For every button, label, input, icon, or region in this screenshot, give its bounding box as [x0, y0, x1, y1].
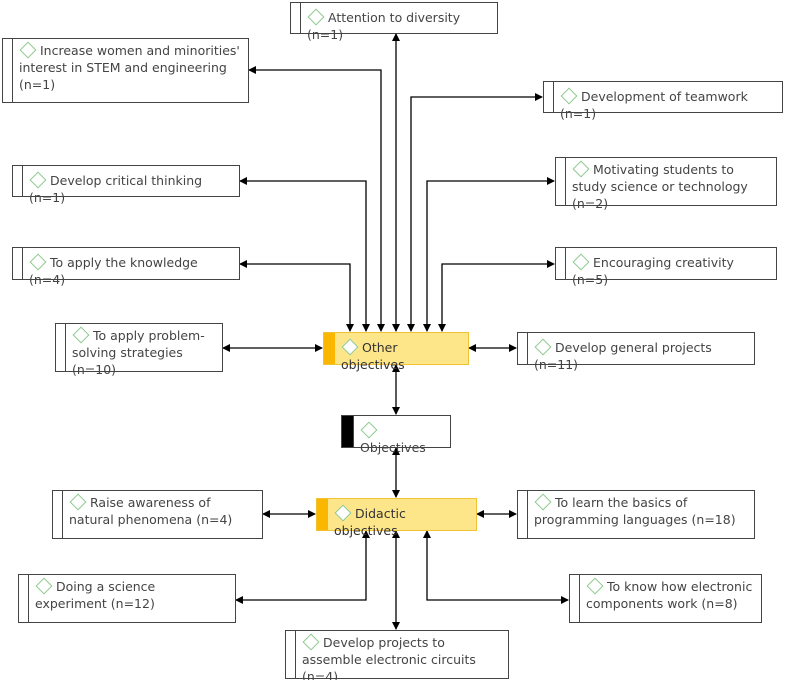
connector-teamwork: [407, 93, 543, 332]
diamond-icon: [534, 493, 552, 511]
node-apply-knowledge[interactable]: To apply the knowledge (n=4): [12, 247, 240, 287]
diamond-icon: [534, 338, 552, 356]
node-women-minorities[interactable]: Increase women and minorities' interest …: [2, 38, 249, 103]
node-programming-basics[interactable]: To learn the basics of programming langu…: [517, 490, 755, 539]
diamond-icon: [334, 504, 352, 522]
node-didactic-objectives[interactable]: Didactic objectives: [316, 498, 477, 538]
connector-electronics: [423, 530, 569, 604]
diamond-icon: [35, 577, 53, 595]
node-general-projects[interactable]: Develop general projects (n=11): [517, 332, 755, 372]
connector-knowledge: [239, 260, 354, 332]
node-science-experiment[interactable]: Doing a science experiment (n=12): [18, 574, 236, 623]
diamond-icon: [307, 8, 325, 26]
node-motivating[interactable]: Motivating students to study science or …: [555, 157, 777, 211]
diamond-icon: [586, 577, 604, 595]
diamond-icon: [560, 87, 578, 105]
diamond-icon: [72, 326, 90, 344]
diamond-icon: [360, 421, 378, 439]
connector-women: [248, 66, 385, 332]
diamond-icon: [69, 493, 87, 511]
diamond-icon: [19, 41, 37, 59]
node-attention-diversity[interactable]: Attention to diversity (n=1): [290, 2, 498, 42]
node-critical-thinking[interactable]: Develop critical thinking (n=1): [12, 165, 240, 205]
diamond-icon: [572, 253, 590, 271]
node-natural-phenomena[interactable]: Raise awareness of natural phenomena (n=…: [52, 490, 263, 539]
node-creativity[interactable]: Encouraging creativity (n=5): [555, 247, 777, 287]
diamond-icon: [572, 160, 590, 178]
node-problem-solving[interactable]: To apply problem-solving strategies (n=1…: [55, 323, 223, 377]
connector-creativity: [438, 260, 555, 332]
connector-critical: [239, 177, 370, 332]
node-electronic-components[interactable]: To know how electronic components work (…: [569, 574, 762, 623]
connector-experiment: [235, 530, 370, 604]
node-other-objectives[interactable]: Other objectives: [323, 332, 469, 372]
diamond-icon: [341, 338, 359, 356]
diamond-icon: [29, 171, 47, 189]
connector-motivating: [423, 177, 555, 332]
node-objectives-root[interactable]: Objectives: [341, 415, 451, 455]
diamond-icon: [29, 253, 47, 271]
node-teamwork[interactable]: Development of teamwork (n=1): [543, 81, 783, 121]
node-electronic-circuits[interactable]: Develop projects to assemble electronic …: [285, 630, 509, 680]
diamond-icon: [302, 633, 320, 651]
